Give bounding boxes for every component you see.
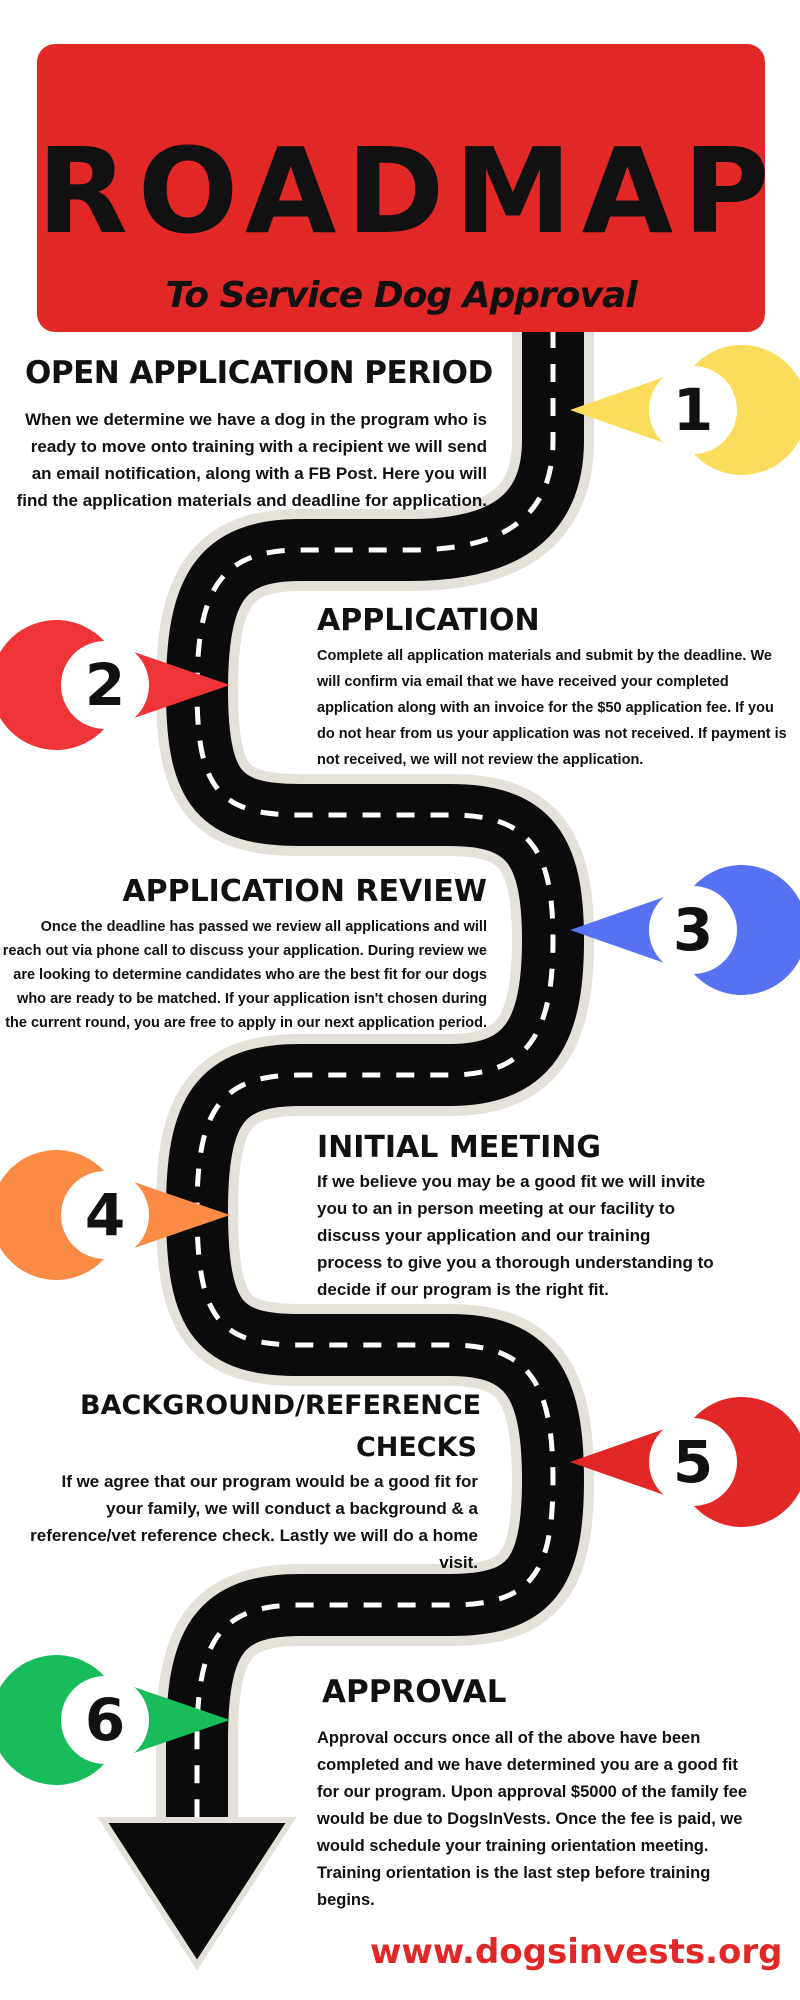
website-link[interactable]: www.dogsinvests.org [370, 1932, 783, 1972]
title-banner: ROADMAP To Service Dog Approval [37, 44, 780, 332]
step-3-text: Once the deadline has passed we review a… [2, 919, 487, 1031]
road-center-dashes [194, 330, 556, 1825]
marker-5-icon [570, 1397, 800, 1527]
step-3-title: APPLICATION REVIEW [122, 874, 487, 909]
step-6-title: APPROVAL [322, 1674, 507, 1710]
step-4-title: INITIAL MEETING [317, 1130, 602, 1165]
marker-1-icon [570, 345, 800, 475]
step-1-text: When we determine we have a dog in the p… [16, 410, 487, 510]
marker-6-icon [0, 1655, 230, 1785]
road-arrowhead [97, 1817, 297, 1971]
marker-6-number: 6 [84, 1686, 126, 1754]
step-1-title: OPEN APPLICATION PERIOD [25, 355, 493, 391]
banner-title: ROADMAP [37, 122, 780, 260]
step-6-text: Approval occurs once all of the above ha… [317, 1729, 748, 1909]
step-2-text: Complete all application materials and s… [317, 648, 787, 768]
marker-3-icon [570, 865, 800, 995]
marker-2-icon [0, 620, 230, 750]
marker-2-number: 2 [84, 651, 126, 719]
step-5-text: If we agree that our program would be a … [30, 1472, 478, 1572]
step-2-title: APPLICATION [317, 603, 540, 638]
marker-4-icon [0, 1150, 230, 1280]
marker-3-number: 3 [672, 896, 714, 964]
marker-4-number: 4 [84, 1181, 126, 1249]
marker-5-number: 5 [672, 1428, 714, 1496]
step-5-title: BACKGROUND/REFERENCE CHECKS [80, 1390, 482, 1463]
banner-subtitle: To Service Dog Approval [165, 275, 637, 316]
step-4-text: If we believe you may be a good fit we w… [317, 1172, 714, 1299]
marker-1-number: 1 [672, 376, 714, 444]
